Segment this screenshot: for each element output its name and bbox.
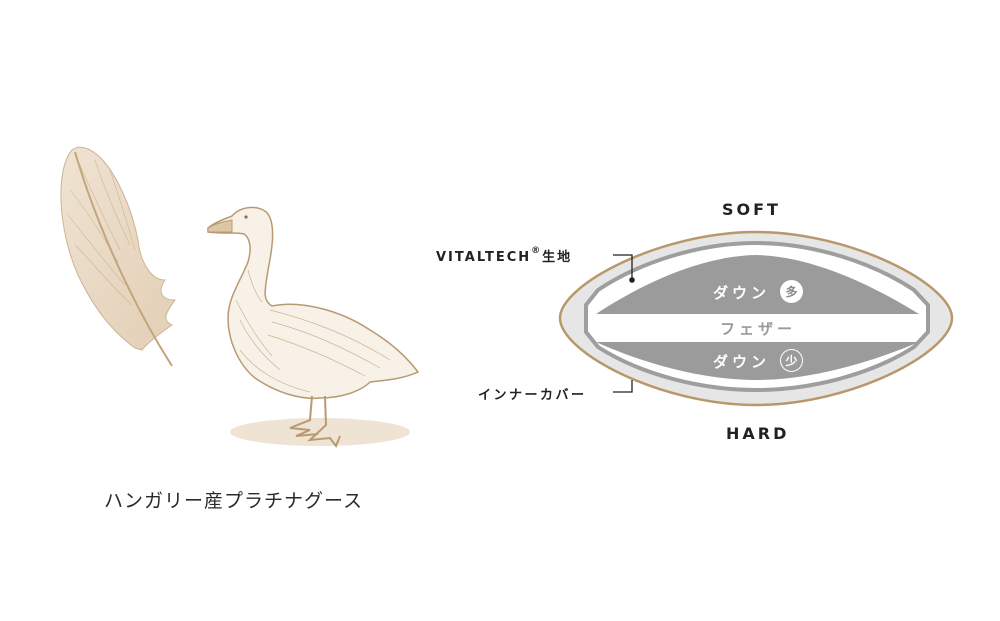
goose-illustration [207, 206, 420, 449]
bottom-down-layer [596, 342, 919, 380]
fabric-suffix: 生地 [542, 250, 573, 265]
outer-fabric-callout: VITALTECH®生地 [436, 246, 572, 265]
registered-mark: ® [531, 245, 543, 256]
goose-caption: ハンガリー産プラチナグース [104, 490, 364, 512]
inner-cover-leader-line [613, 380, 633, 393]
feather-illustration [60, 146, 176, 367]
hard-label: HARD [726, 424, 790, 443]
badge-few: 少 [780, 349, 803, 372]
top-layer-label: ダウン [713, 284, 771, 302]
bottom-layer-label: ダウン [713, 353, 771, 371]
badge-many: 多 [780, 280, 803, 303]
soft-label: SOFT [722, 200, 781, 219]
fabric-leader-dot [629, 277, 635, 283]
fabric-leader-line [613, 254, 633, 280]
fabric-brand: VITALTECH [436, 250, 532, 265]
inner-cover-callout: インナーカバー [478, 388, 587, 403]
top-down-layer [596, 255, 919, 314]
feather-layer-label: フェザー [720, 320, 797, 338]
